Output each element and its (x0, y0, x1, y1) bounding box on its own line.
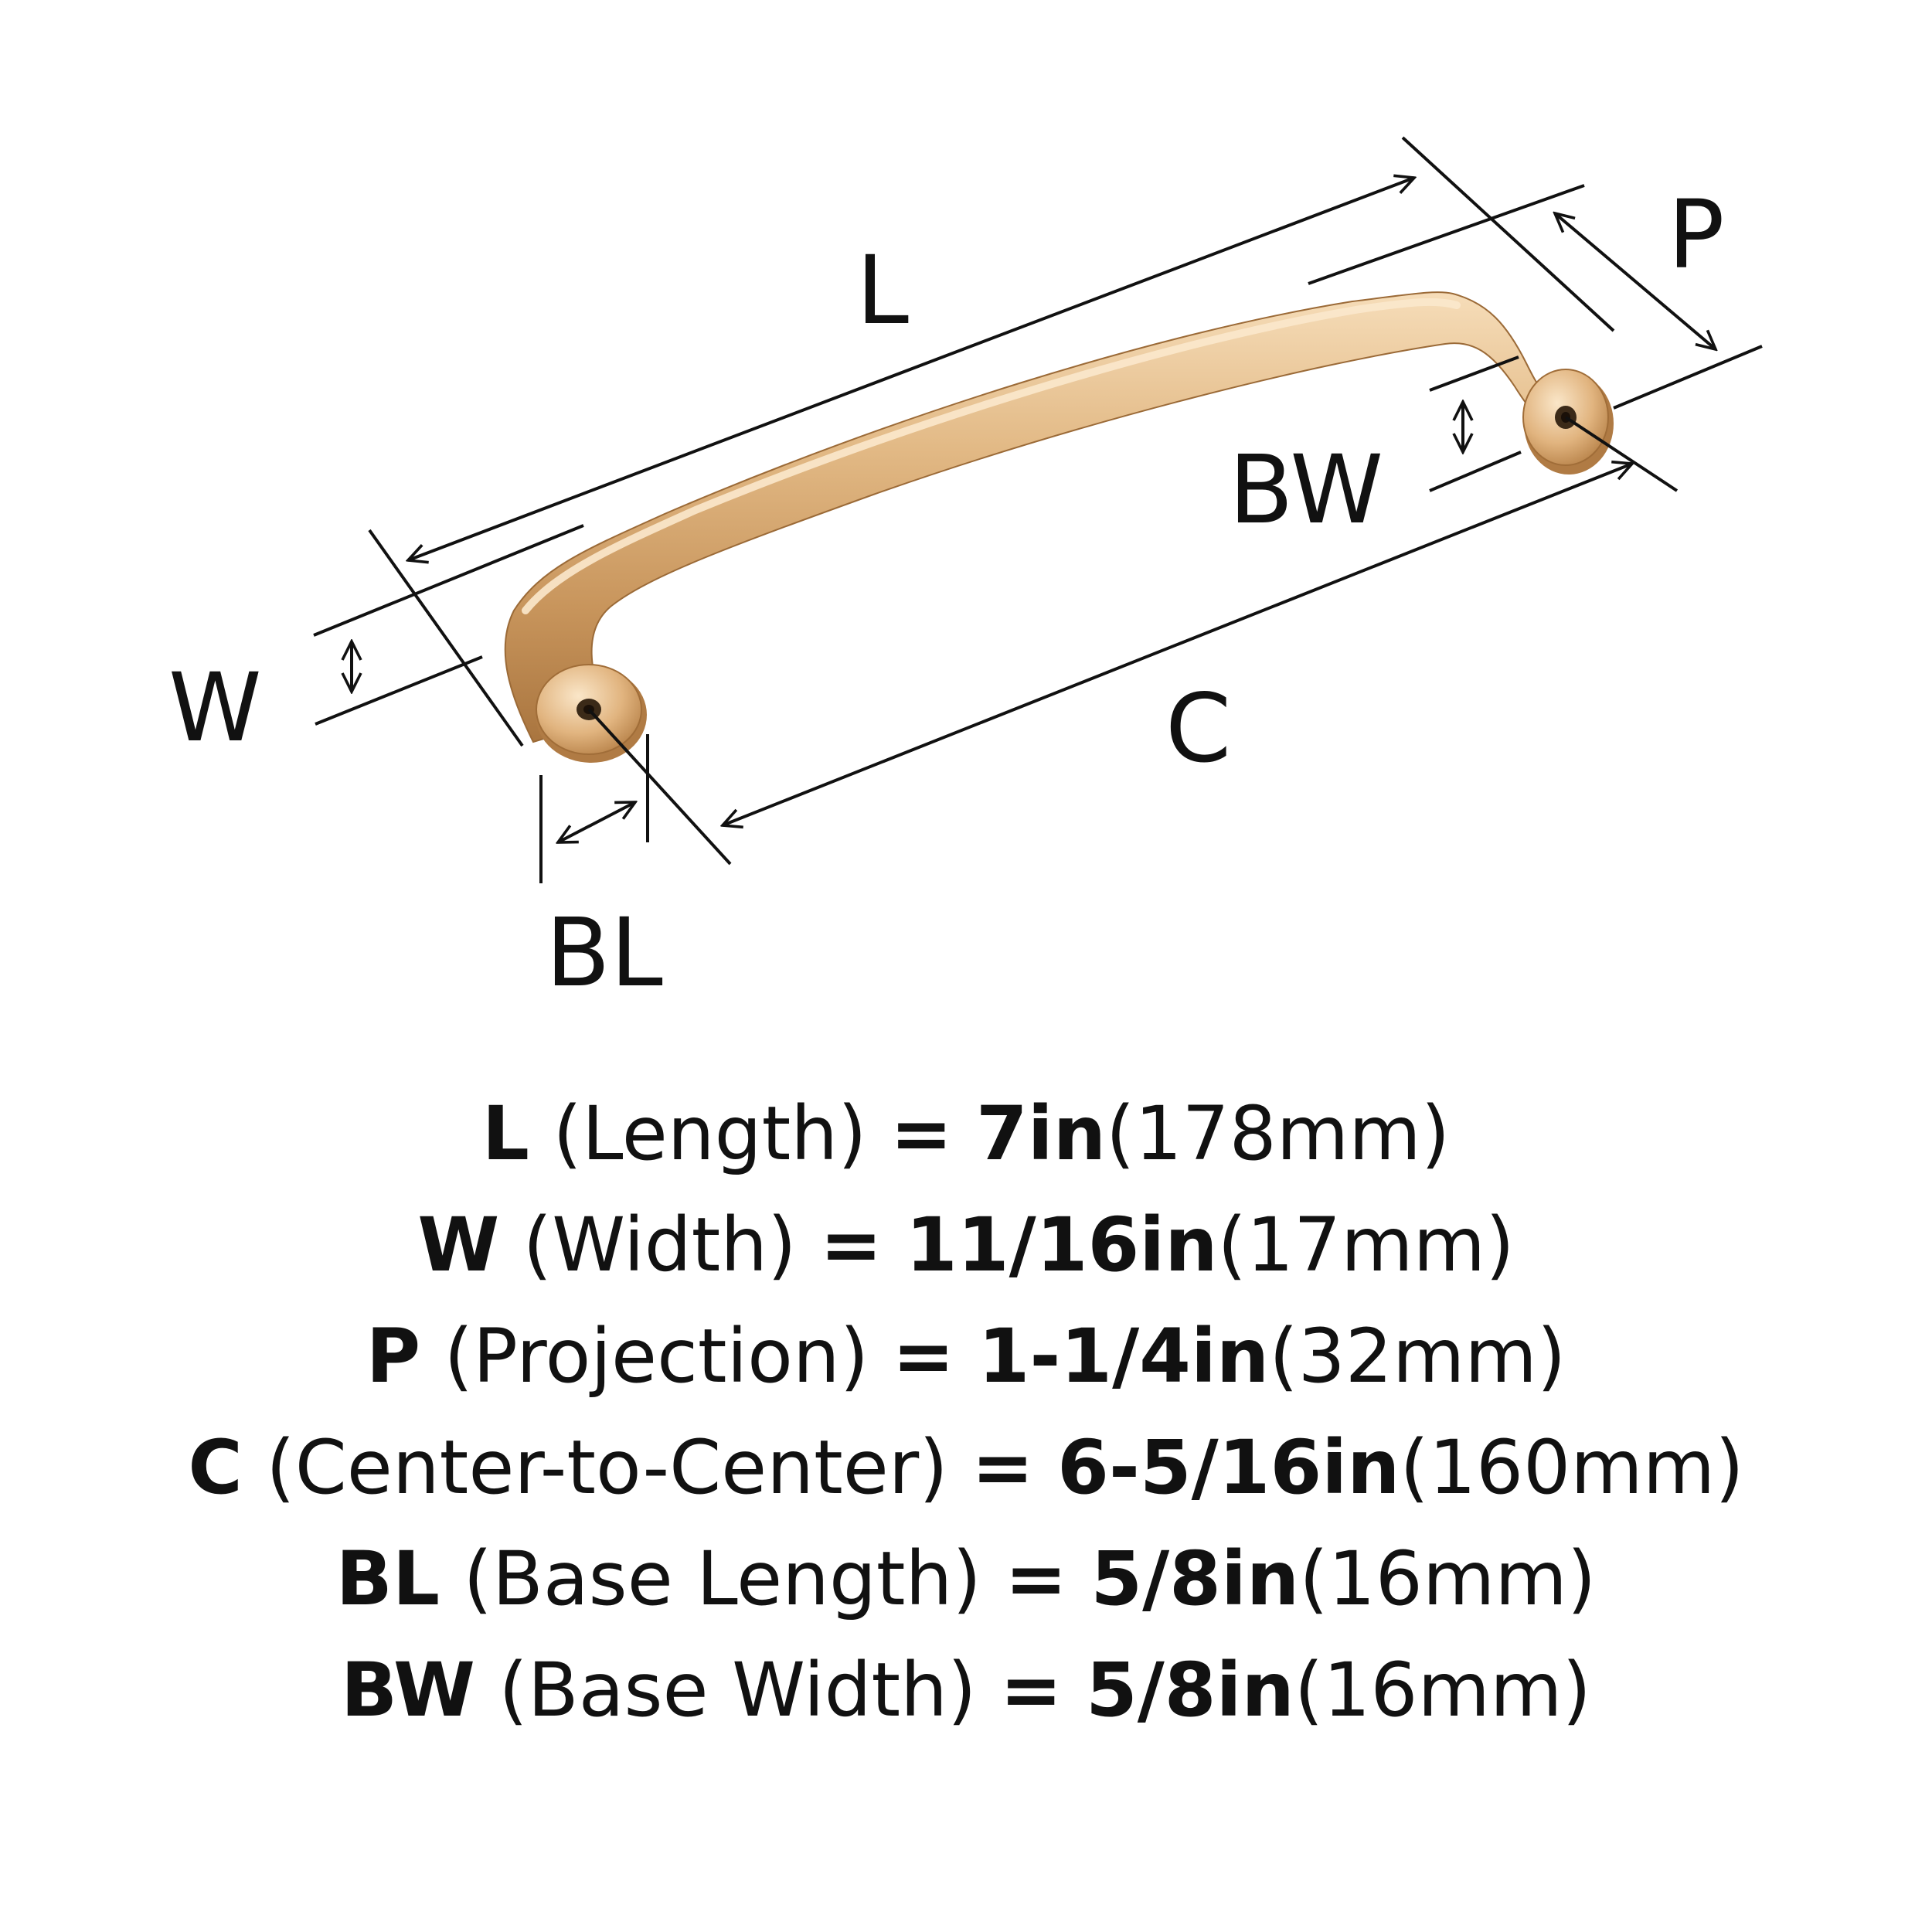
spec-imperial: 5/8in (1085, 1647, 1294, 1733)
spec-key: BL (335, 1536, 440, 1622)
spec-key: C (188, 1424, 243, 1511)
spec-name: (Base Width) (498, 1647, 977, 1733)
spec-line-width: W (Width) = 11/16in(17mm) (0, 1189, 1932, 1301)
bl-dimension-arrow (558, 802, 635, 842)
spec-name: (Projection) (444, 1313, 869, 1400)
spec-imperial: 6-5/16in (1057, 1424, 1400, 1511)
spec-imperial: 1-1/4in (978, 1313, 1270, 1400)
spec-equals: = (820, 1202, 883, 1288)
label-c: C (1165, 674, 1231, 784)
bw-extension-top (1429, 355, 1519, 392)
spec-name: (Center-to-Center) (266, 1424, 948, 1511)
c-extension-right (1564, 416, 1679, 492)
dimension-diagram: L W P BW C BL (168, 136, 1763, 1008)
spec-equals: = (1005, 1536, 1067, 1622)
spec-metric: (160mm) (1400, 1424, 1744, 1511)
spec-imperial: 5/8in (1090, 1536, 1300, 1622)
label-bl: BL (546, 898, 663, 1008)
l-extension-left (368, 529, 524, 747)
spec-equals: = (890, 1090, 953, 1177)
dimension-labels: L W P BW C BL (168, 180, 1725, 1008)
handle-bar (504, 291, 1570, 743)
spec-key: L (481, 1090, 529, 1177)
spec-imperial: 7in (975, 1090, 1107, 1177)
spec-key: P (366, 1313, 421, 1400)
spec-equals: = (971, 1424, 1034, 1511)
dimension-specs-list: L (Length) = 7in(178mm) W (Width) = 11/1… (0, 1078, 1932, 1746)
p-extension-bottom (1613, 345, 1763, 410)
p-extension-top (1308, 184, 1585, 285)
spec-key: W (417, 1202, 500, 1288)
spec-key: BW (341, 1647, 475, 1733)
spec-name: (Width) (522, 1202, 797, 1288)
bw-extension-bottom (1429, 451, 1522, 492)
spec-line-base-length: BL (Base Length) = 5/8in(16mm) (0, 1523, 1932, 1634)
l-dimension-arrow (408, 178, 1414, 560)
w-extension-bottom (315, 655, 483, 726)
spec-line-center-to-center: C (Center-to-Center) = 6-5/16in(160mm) (0, 1412, 1932, 1523)
spec-equals: = (999, 1647, 1063, 1733)
spec-metric: (16mm) (1299, 1536, 1597, 1622)
spec-line-length: L (Length) = 7in(178mm) (0, 1078, 1932, 1189)
spec-name: (Length) (553, 1090, 867, 1177)
dimension-lines (313, 136, 1763, 883)
spec-equals: = (892, 1313, 955, 1400)
p-dimension-arrow (1555, 213, 1716, 349)
spec-line-base-width: BW (Base Width) = 5/8in(16mm) (0, 1634, 1932, 1746)
c-dimension-arrow (723, 464, 1632, 825)
label-w: W (168, 653, 262, 763)
spec-metric: (178mm) (1106, 1090, 1451, 1177)
spec-metric: (16mm) (1294, 1647, 1591, 1733)
w-extension-top (313, 524, 584, 637)
spec-line-projection: P (Projection) = 1-1/4in(32mm) (0, 1301, 1932, 1412)
spec-name: (Base Length) (463, 1536, 981, 1622)
c-extension-left (587, 708, 732, 866)
spec-imperial: 11/16in (906, 1202, 1218, 1288)
label-p: P (1668, 180, 1725, 290)
left-base (536, 664, 647, 763)
spec-metric: (17mm) (1217, 1202, 1515, 1288)
spec-metric: (32mm) (1269, 1313, 1566, 1400)
right-base (1522, 369, 1614, 474)
label-l: L (856, 236, 909, 345)
label-bw: BW (1229, 435, 1383, 545)
